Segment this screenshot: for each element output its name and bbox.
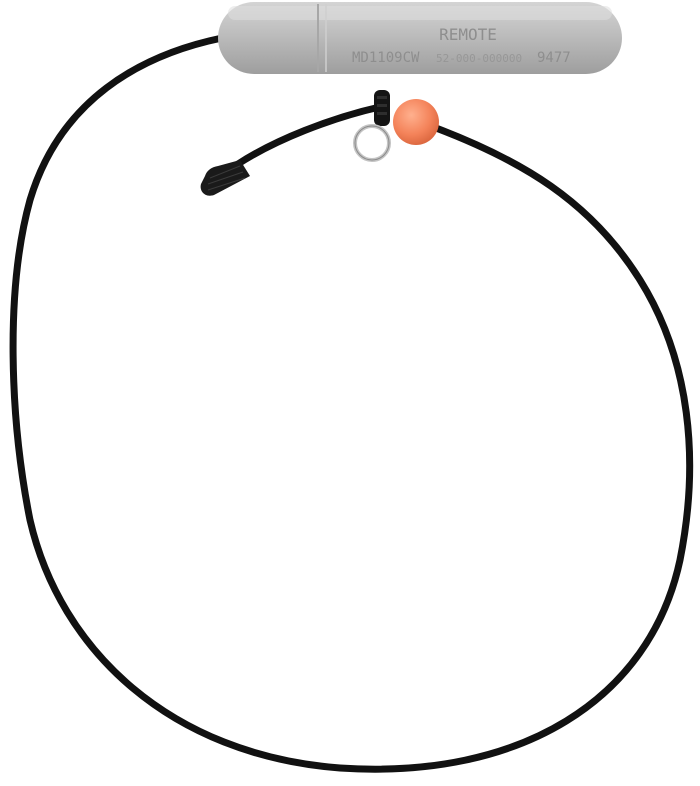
housing-model: MD1109CW — [352, 50, 420, 66]
housing-serial-prefix: 52-000-000000 — [436, 52, 522, 65]
cord-loop — [9, 34, 694, 773]
housing-serial-suffix: 9477 — [537, 50, 571, 66]
cord-tail — [234, 102, 388, 168]
remote-housing — [218, 2, 622, 74]
housing-label: REMOTE — [439, 25, 497, 44]
cord-knot — [374, 90, 390, 126]
cord-tip — [200, 160, 250, 196]
split-ring — [353, 124, 391, 162]
orange-bead — [393, 99, 439, 145]
